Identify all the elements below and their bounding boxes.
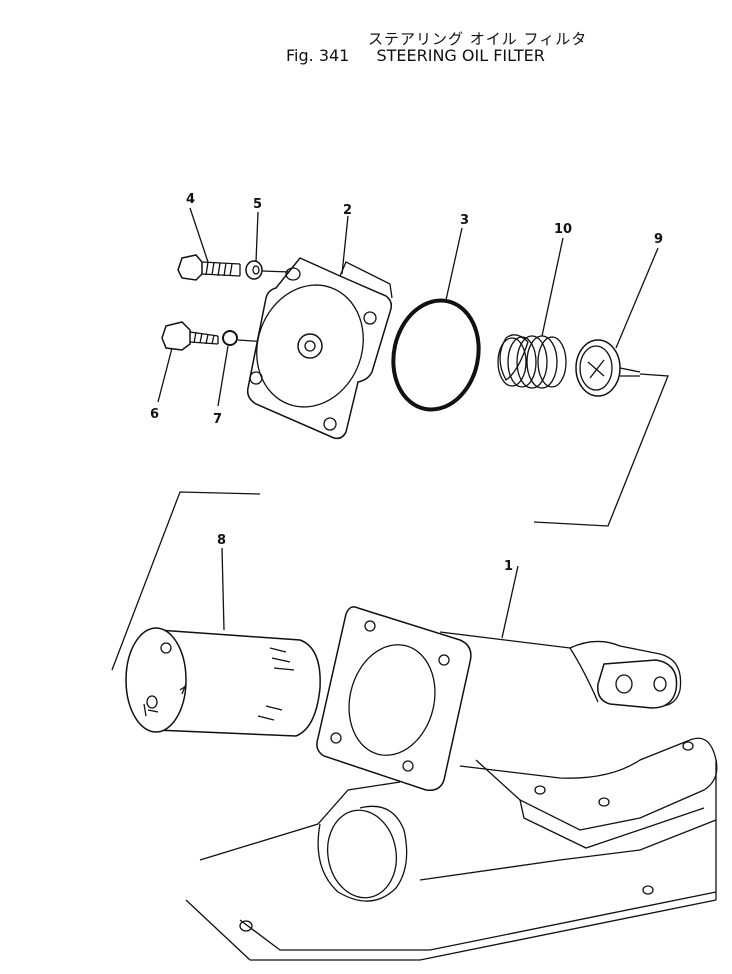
part-6-bolt bbox=[157, 321, 219, 403]
figure-number: Fig. 341 bbox=[286, 46, 350, 65]
part-3-o-ring-large bbox=[391, 227, 481, 412]
callout-10: 10 bbox=[554, 222, 572, 237]
part-4-bolt bbox=[177, 207, 241, 281]
assembly-leader bbox=[111, 491, 261, 671]
callout-9: 9 bbox=[654, 232, 663, 247]
callout-7: 7 bbox=[213, 412, 222, 427]
part-9-valve bbox=[533, 247, 669, 527]
callout-4: 4 bbox=[186, 192, 195, 207]
part-5-washer bbox=[245, 211, 291, 280]
callout-8: 8 bbox=[217, 533, 226, 548]
chassis-frame bbox=[185, 760, 717, 961]
part-10-spring bbox=[497, 237, 567, 389]
figure-title: Fig. 341 STEERING OIL FILTER bbox=[286, 46, 545, 65]
part-8-filter-cartridge bbox=[125, 547, 321, 737]
part-1-filter-head bbox=[316, 565, 718, 849]
callout-1: 1 bbox=[504, 559, 513, 574]
callout-6: 6 bbox=[150, 407, 159, 422]
title-japanese: ステアリング オイル フィルタ bbox=[368, 30, 588, 48]
callout-5: 5 bbox=[253, 197, 262, 212]
callout-3: 3 bbox=[460, 213, 469, 228]
part-2-cover bbox=[246, 215, 393, 440]
callout-2: 2 bbox=[343, 203, 352, 218]
figure-title-english: STEERING OIL FILTER bbox=[376, 46, 545, 65]
